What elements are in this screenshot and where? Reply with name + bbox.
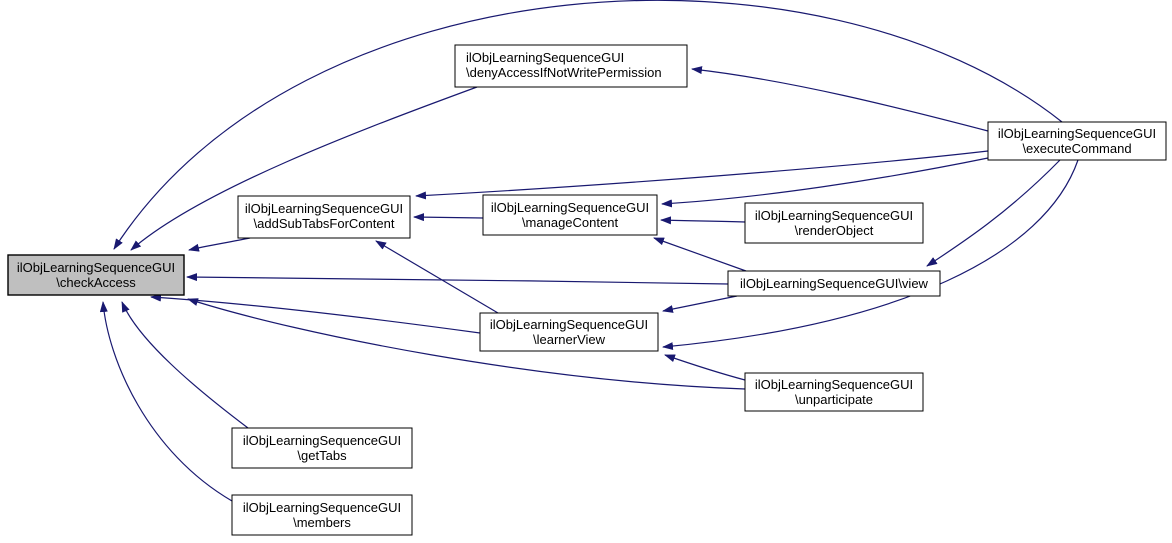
edge-execute-command-to-manage-content	[661, 157, 989, 208]
node-manage-content-line1: ilObjLearningSequenceGUI	[491, 200, 649, 215]
node-learner-view-box[interactable]	[479, 312, 659, 352]
node-execute-command-line1: ilObjLearningSequenceGUI	[998, 126, 1156, 141]
node-check-access-line1: ilObjLearningSequenceGUI	[17, 260, 175, 275]
node-unparticipate-line1: ilObjLearningSequenceGUI	[755, 377, 913, 392]
node-manage-content-line2: \manageContent	[522, 215, 619, 230]
edge-add-sub-tabs-to-check-access	[188, 237, 251, 252]
edge-unparticipate-to-learner-view	[664, 354, 746, 381]
node-view-label: ilObjLearningSequenceGUI\view	[740, 276, 928, 291]
node-members-box[interactable]	[231, 494, 413, 536]
node-render-object[interactable]: ilObjLearningSequenceGUI \renderObject	[744, 202, 924, 244]
node-deny-access-box[interactable]	[454, 44, 688, 88]
edge-manage-content-to-add-sub-tabs	[413, 213, 484, 222]
edge-execute-command-to-learner-view	[662, 159, 1079, 351]
edge-view-to-learner-view	[662, 295, 738, 313]
node-view-box[interactable]	[727, 270, 941, 297]
edge-view-to-check-access	[186, 273, 729, 285]
node-manage-content-box[interactable]	[482, 194, 658, 236]
node-unparticipate-line2: \unparticipate	[795, 392, 873, 407]
edge-get-tabs-to-check-access	[121, 301, 249, 429]
node-check-access: ilObjLearningSequenceGUI \checkAccess	[7, 254, 185, 296]
node-execute-command-line2: \executeCommand	[1022, 141, 1131, 156]
edge-view-to-manage-content	[653, 237, 747, 272]
node-check-access-line2: \checkAccess	[56, 275, 136, 290]
node-get-tabs-box[interactable]	[231, 427, 413, 469]
node-add-sub-tabs-line1: ilObjLearningSequenceGUI	[245, 201, 403, 216]
node-get-tabs[interactable]: ilObjLearningSequenceGUI \getTabs	[231, 427, 413, 469]
node-deny-access-if-not-write-permission[interactable]: ilObjLearningSequenceGUI \denyAccessIfNo…	[454, 44, 688, 88]
node-execute-command-box[interactable]	[987, 121, 1167, 161]
node-learner-view[interactable]: ilObjLearningSequenceGUI \learnerView	[479, 312, 659, 352]
node-deny-access-line2: \denyAccessIfNotWritePermission	[466, 65, 662, 80]
edge-learner-view-to-add-sub-tabs	[375, 240, 499, 314]
node-render-object-line2: \renderObject	[795, 223, 874, 238]
node-members-line1: ilObjLearningSequenceGUI	[243, 500, 401, 515]
node-add-sub-tabs-line2: \addSubTabsForContent	[254, 216, 395, 231]
node-check-access-box	[7, 254, 185, 296]
edge-execute-command-to-check-access	[113, 0, 1063, 250]
edge-unparticipate-to-check-access	[187, 298, 746, 390]
node-add-sub-tabs-for-content[interactable]: ilObjLearningSequenceGUI \addSubTabsForC…	[237, 195, 411, 239]
edge-deny-access-to-check-access	[130, 86, 478, 251]
node-manage-content[interactable]: ilObjLearningSequenceGUI \manageContent	[482, 194, 658, 236]
node-view[interactable]: ilObjLearningSequenceGUI\view	[727, 270, 941, 297]
node-execute-command[interactable]: ilObjLearningSequenceGUI \executeCommand	[987, 121, 1167, 161]
node-unparticipate-box[interactable]	[744, 372, 924, 412]
node-members-line2: \members	[293, 515, 351, 530]
node-members[interactable]: ilObjLearningSequenceGUI \members	[231, 494, 413, 536]
node-deny-access-line1: ilObjLearningSequenceGUI	[466, 50, 624, 65]
edge-members-to-check-access	[99, 301, 233, 502]
node-learner-view-line2: \learnerView	[533, 332, 606, 347]
node-get-tabs-line1: ilObjLearningSequenceGUI	[243, 433, 401, 448]
edge-execute-command-to-add-sub-tabs	[415, 150, 989, 200]
node-get-tabs-line2: \getTabs	[297, 448, 347, 463]
node-unparticipate[interactable]: ilObjLearningSequenceGUI \unparticipate	[744, 372, 924, 412]
edge-execute-command-to-view	[926, 159, 1061, 267]
node-add-sub-tabs-box[interactable]	[237, 195, 411, 239]
node-render-object-box[interactable]	[744, 202, 924, 244]
node-render-object-line1: ilObjLearningSequenceGUI	[755, 208, 913, 223]
edge-render-object-to-manage-content	[660, 216, 746, 225]
node-learner-view-line1: ilObjLearningSequenceGUI	[490, 317, 648, 332]
edge-layer	[99, 0, 1079, 502]
edge-execute-command-to-deny-access	[691, 66, 989, 132]
